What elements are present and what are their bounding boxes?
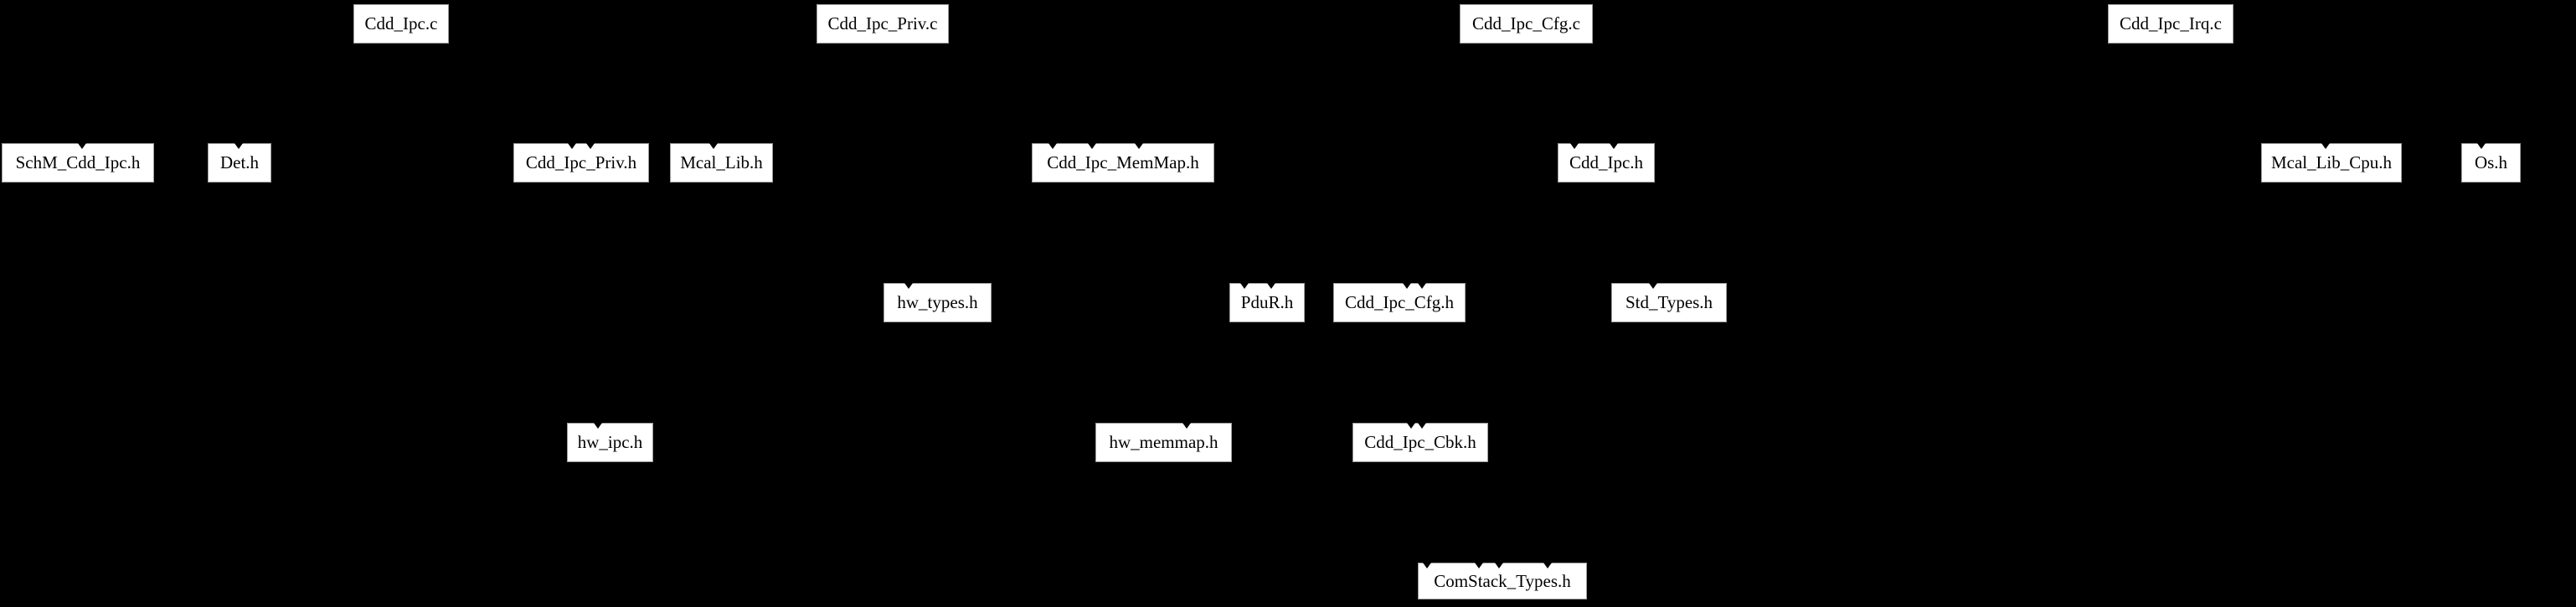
graph-node-label: Cdd_Ipc.c: [364, 13, 438, 33]
edge-arrowhead-icon: [234, 143, 244, 149]
graph-node-Mcal_Lib_Cpu.h: Mcal_Lib_Cpu.h: [2261, 143, 2402, 183]
edge-arrowhead-icon: [1417, 283, 1426, 289]
graph-node-label: Cdd_Ipc_Cbk.h: [1364, 432, 1476, 452]
edge-arrowhead-icon: [594, 423, 603, 429]
graph-node-label: Cdd_Ipc_MemMap.h: [1047, 152, 1199, 172]
graph-node-hw_memmap.h: hw_memmap.h: [1095, 423, 1232, 462]
edge-arrowhead-icon: [1182, 423, 1191, 429]
edge-arrowhead-icon: [1048, 143, 1057, 149]
graph-node-hw_types.h: hw_types.h: [884, 283, 992, 322]
graph-node-label: Os.h: [2474, 152, 2508, 172]
edge-arrowhead-icon: [1417, 423, 1426, 429]
graph-node-label: Mcal_Lib_Cpu.h: [2270, 152, 2393, 172]
graph-node-label: Cdd_Ipc_Cfg.c: [1472, 13, 1580, 33]
graph-node-label: SchM_Cdd_Ipc.h: [15, 152, 141, 172]
graph-node-label: hw_memmap.h: [1109, 432, 1218, 452]
edge-arrowhead-icon: [708, 143, 718, 149]
graph-node-label: Cdd_Ipc_Priv.c: [827, 13, 938, 33]
edge-arrowhead-icon: [1543, 563, 1552, 568]
graph-node-label: Cdd_Ipc_Cfg.h: [1344, 292, 1455, 312]
edge-arrowhead-icon: [78, 143, 87, 149]
graph-node-Os.h: Os.h: [2461, 143, 2521, 183]
graph-node-hw_ipc.h: hw_ipc.h: [567, 423, 653, 462]
graph-node-Cdd_Ipc_Cfg.c: Cdd_Ipc_Cfg.c: [1460, 4, 1593, 44]
graph-node-Det.h: Det.h: [208, 143, 271, 183]
graph-node-label: Std_Types.h: [1625, 292, 1713, 312]
graph-node-label: ComStack_Types.h: [1434, 570, 1571, 591]
graph-node-label: hw_ipc.h: [577, 432, 643, 452]
graph-node-Cdd_Ipc_MemMap.h: Cdd_Ipc_MemMap.h: [1032, 143, 1214, 183]
edge-arrowhead-icon: [586, 143, 595, 149]
graph-node-ComStack_Types.h: ComStack_Types.h: [1418, 563, 1587, 599]
edge-arrowhead-icon: [567, 143, 576, 149]
edge-arrowhead-icon: [1135, 143, 1144, 149]
edge-arrowhead-icon: [1648, 283, 1657, 289]
graph-node-Cdd_Ipc_Priv.h: Cdd_Ipc_Priv.h: [513, 143, 649, 183]
graph-node-label: Cdd_Ipc.h: [1569, 152, 1644, 172]
edge-arrowhead-icon: [1423, 563, 1431, 568]
edge-arrowhead-icon: [1267, 283, 1276, 289]
edge-arrowhead-icon: [1239, 283, 1249, 289]
graph-node-Cdd_Ipc_Cfg.h: Cdd_Ipc_Cfg.h: [1333, 283, 1466, 322]
edge-arrowhead-icon: [1475, 563, 1483, 568]
edge-arrowhead-icon: [2477, 143, 2486, 149]
graph-node-Cdd_Ipc.h: Cdd_Ipc.h: [1558, 143, 1655, 183]
graph-node-Cdd_Ipc_Irq.c: Cdd_Ipc_Irq.c: [2108, 4, 2233, 44]
edge-arrowhead-icon: [904, 283, 914, 289]
graph-node-SchM_Cdd_Ipc.h: SchM_Cdd_Ipc.h: [2, 143, 154, 183]
graph-node-Mcal_Lib.h: Mcal_Lib.h: [670, 143, 773, 183]
graph-node-label: Mcal_Lib.h: [680, 152, 763, 172]
edge-arrowhead-icon: [2321, 143, 2331, 149]
graph-node-label: hw_types.h: [897, 292, 978, 312]
graph-node-label: Cdd_Ipc_Priv.h: [525, 152, 637, 172]
graph-node-label: Cdd_Ipc_Irq.c: [2120, 13, 2222, 33]
graph-node-Cdd_Ipc_Cbk.h: Cdd_Ipc_Cbk.h: [1352, 423, 1488, 462]
graph-node-Cdd_Ipc_Priv.c: Cdd_Ipc_Priv.c: [817, 4, 949, 44]
graph-node-Cdd_Ipc.c: Cdd_Ipc.c: [353, 4, 449, 44]
edge-arrowhead-icon: [1495, 563, 1503, 568]
graph-node-Std_Types.h: Std_Types.h: [1611, 283, 1727, 322]
graph-node-label: Det.h: [219, 152, 260, 172]
edge-arrowhead-icon: [1610, 143, 1619, 149]
edge-arrowhead-icon: [1403, 283, 1412, 289]
edge-arrowhead-icon: [1406, 423, 1415, 429]
graph-node-label: PduR.h: [1240, 292, 1294, 312]
edge-arrowhead-icon: [1570, 143, 1579, 149]
graph-node-PduR.h: PduR.h: [1229, 283, 1305, 322]
edge-arrowhead-icon: [1088, 143, 1097, 149]
